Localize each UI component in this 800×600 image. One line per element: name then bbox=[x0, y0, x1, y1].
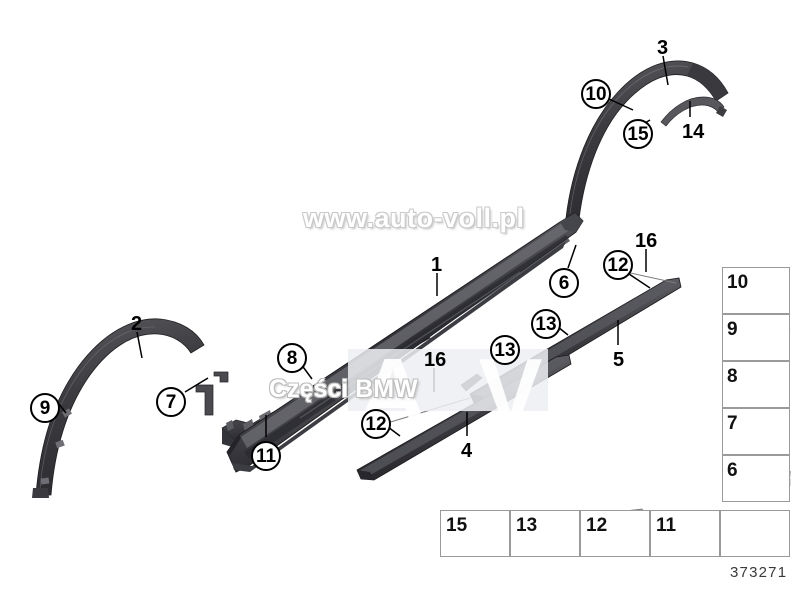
callout-13-lower[interactable]: 13 bbox=[490, 335, 520, 365]
part-2-front-wheel-arch-trim bbox=[32, 318, 205, 498]
legend-box-6[interactable] bbox=[722, 455, 790, 502]
legend-number-12: 12 bbox=[586, 515, 608, 536]
callout-13-upper[interactable]: 13 bbox=[531, 309, 561, 339]
label-16-upper: 16 bbox=[635, 230, 658, 252]
legend-number-11: 11 bbox=[656, 515, 677, 536]
legend-number-6: 6 bbox=[727, 460, 738, 481]
legend-number-7: 7 bbox=[727, 413, 738, 434]
label-2: 2 bbox=[131, 313, 143, 335]
legend-number-8: 8 bbox=[727, 366, 738, 387]
legend-number-9: 9 bbox=[727, 319, 738, 340]
legend-number-13: 13 bbox=[516, 515, 538, 536]
callout-9[interactable]: 9 bbox=[30, 393, 60, 423]
legend-number-15: 15 bbox=[446, 515, 468, 536]
legend-box-15[interactable] bbox=[440, 510, 510, 557]
part-14-arch-strip bbox=[660, 96, 727, 127]
legend-box-8[interactable] bbox=[722, 361, 790, 408]
label-14: 14 bbox=[682, 121, 705, 143]
watermark-logo-backdrop bbox=[348, 349, 548, 411]
callout-11[interactable]: 11 bbox=[251, 441, 281, 471]
callout-8[interactable]: 8 bbox=[277, 343, 307, 373]
label-5: 5 bbox=[613, 349, 625, 371]
part-1-rocker-panel-sill bbox=[226, 212, 584, 473]
legend-box-10[interactable] bbox=[722, 267, 790, 314]
callout-6[interactable]: 6 bbox=[549, 268, 579, 298]
legend-box-7[interactable] bbox=[722, 408, 790, 455]
legend-box-9[interactable] bbox=[722, 314, 790, 361]
label-4: 4 bbox=[461, 440, 473, 462]
legend-box-13[interactable] bbox=[510, 510, 580, 557]
diagram-id-number: 373271 bbox=[730, 564, 788, 581]
label-3: 3 bbox=[657, 37, 669, 59]
label-16-lower: 16 bbox=[424, 349, 447, 371]
legend-box-12[interactable] bbox=[580, 510, 650, 557]
callout-15-top[interactable]: 15 bbox=[623, 119, 653, 149]
part-7-bracket-attachment bbox=[195, 371, 229, 416]
callout-12-upper[interactable]: 12 bbox=[603, 250, 633, 280]
legend-number-10: 10 bbox=[727, 272, 749, 293]
legend-box-arrow[interactable] bbox=[720, 510, 790, 557]
callout-12-lower[interactable]: 12 bbox=[361, 409, 391, 439]
callout-10-top[interactable]: 10 bbox=[581, 79, 611, 109]
label-1: 1 bbox=[431, 254, 443, 276]
legend-box-11[interactable] bbox=[650, 510, 720, 557]
callout-7[interactable]: 7 bbox=[156, 387, 186, 417]
